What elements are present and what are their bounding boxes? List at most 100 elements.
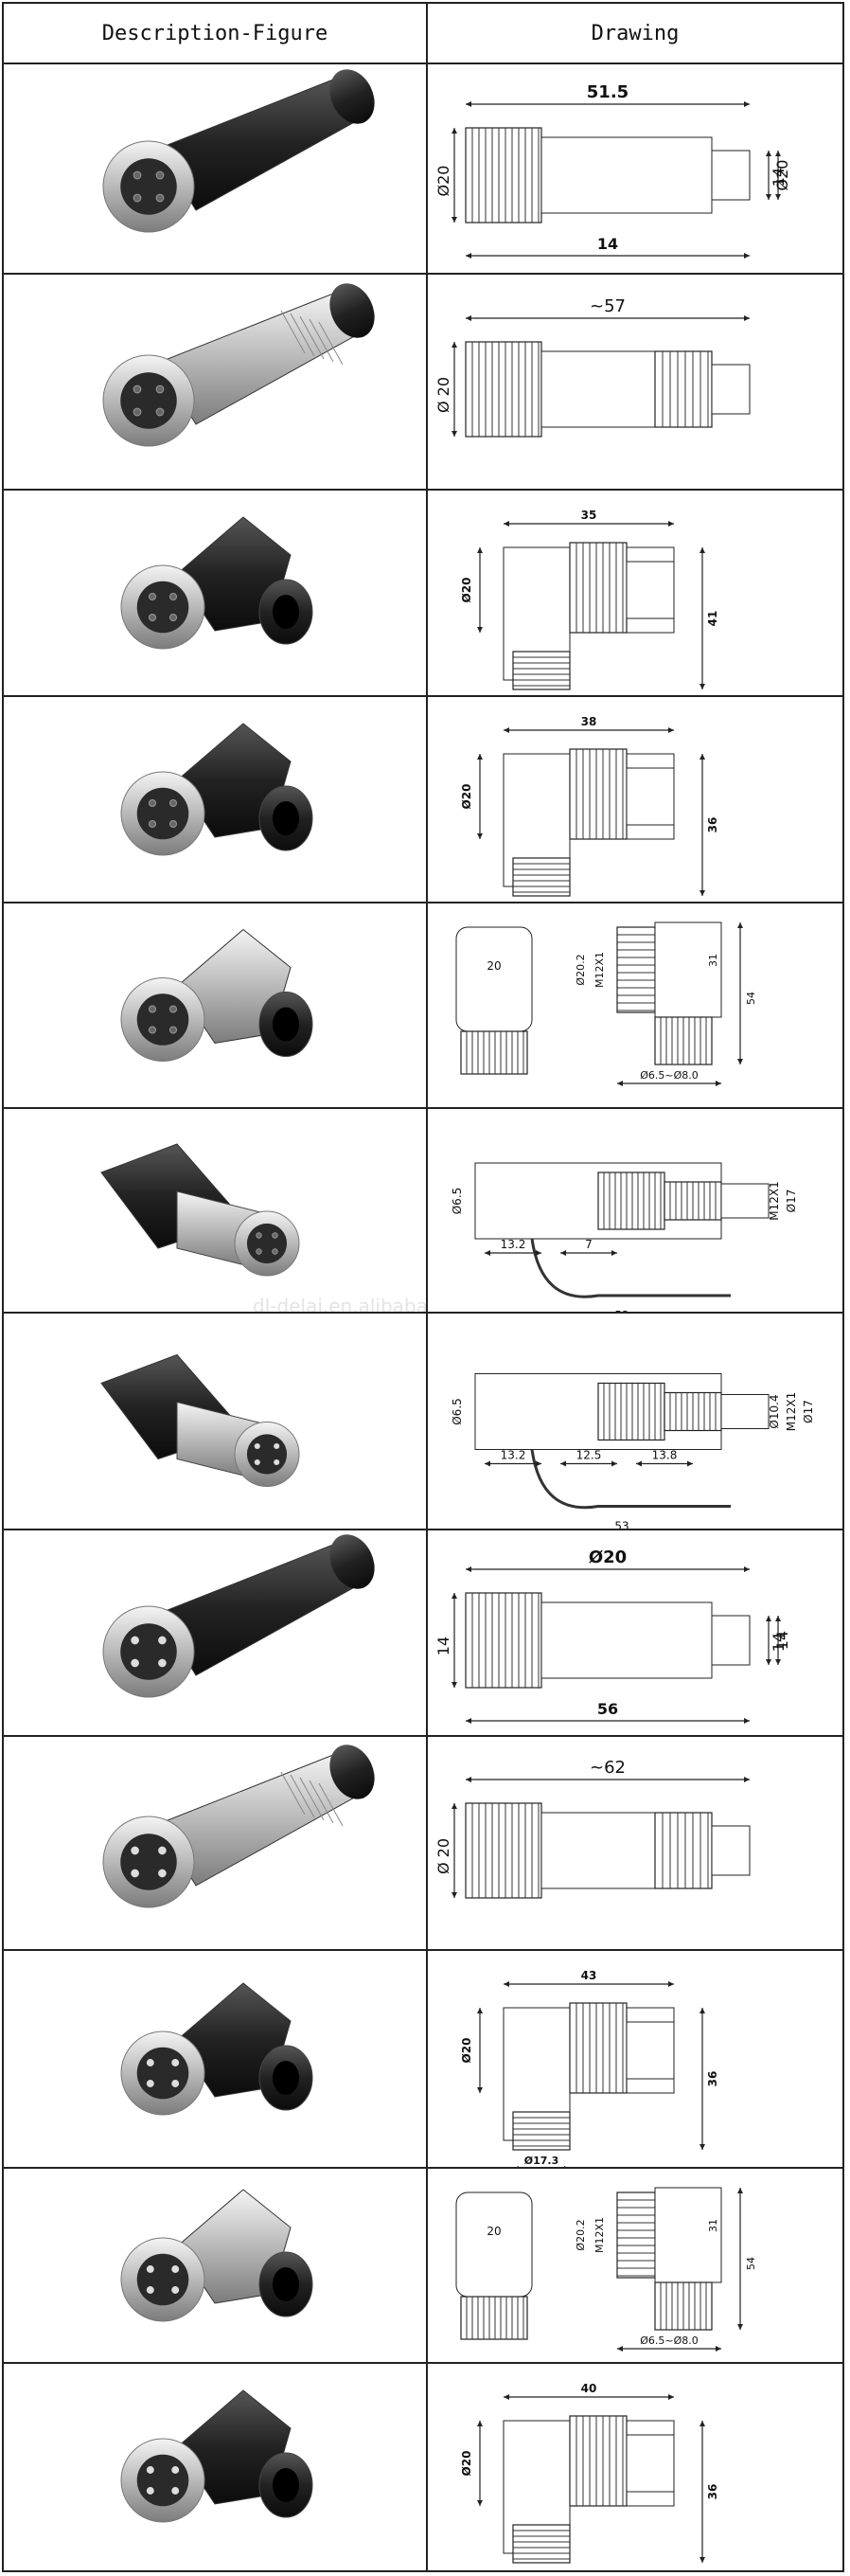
connector-photo <box>100 1353 300 1487</box>
description-figure-cell <box>4 2364 426 2570</box>
dimension-label: 20 <box>487 959 501 973</box>
description-figure-cell <box>4 63 426 273</box>
connector-photo <box>120 2189 313 2322</box>
dimension-label: 13.2 <box>501 1238 526 1251</box>
description-figure-cell <box>4 1737 426 1949</box>
technical-drawing: ~62 Ø 20 <box>434 1758 751 1899</box>
dimension-label: ~62 <box>590 1758 626 1778</box>
drawing-cell: Ø6.5 Ø10.4 M12X1 Ø17 53 13.2 12.5 13.8 <box>428 1314 842 1538</box>
dimension-label: Ø 20 <box>434 377 452 413</box>
connector-photo <box>102 69 375 233</box>
dimension-label: 14 <box>770 168 788 187</box>
description-figure-cell <box>4 1951 426 2167</box>
dimension-label: Ø14.8 <box>524 2567 559 2568</box>
dimension-label: 51.5 <box>587 82 629 102</box>
dimension-label: Ø 20 <box>434 1838 452 1874</box>
dimension-label: 56 <box>597 1700 618 1718</box>
dimension-label: Ø20.2 <box>575 2219 587 2250</box>
dimension-label: 36 <box>706 2484 719 2500</box>
connector-photo <box>100 1143 300 1277</box>
table-row: 35Ø2041Ø14.8 <box>4 491 842 711</box>
dimension-label: 52 <box>614 1309 629 1312</box>
table-row: dl-delai.en.alibaba.com Ø6.5 M12X1 Ø17 52 13.… <box>4 1109 842 1327</box>
connector-photo <box>102 1744 375 1908</box>
dimension-label: Ø17.3 <box>524 2155 559 2167</box>
dimension-label: Ø20 <box>460 578 473 603</box>
dimension-label: 14 <box>597 235 618 253</box>
dimension-label: 53 <box>614 1520 629 1530</box>
dimension-label: 54 <box>745 992 757 1005</box>
description-figure-cell <box>4 491 426 695</box>
dimension-label: Ø20 <box>460 2038 473 2064</box>
dimension-label: Ø10.4 <box>768 1394 781 1428</box>
description-figure-cell <box>4 275 426 489</box>
technical-drawing: Ø6.5 Ø10.4 M12X1 Ø17 53 13.2 12.5 13.8 <box>451 1373 815 1538</box>
dimension-label: M12X1 <box>768 1181 781 1220</box>
dimension-label: Ø17 <box>802 1400 815 1423</box>
drawing-cell: 35Ø2041Ø14.8 <box>428 491 842 711</box>
drawing-cell: ~57 Ø 20 <box>428 275 842 489</box>
description-figure-cell <box>4 1314 426 1529</box>
description-figure-cell <box>4 697 426 902</box>
dimension-label: 12.5 <box>576 1449 602 1462</box>
table-row: ~57 Ø 20 <box>4 275 842 491</box>
description-figure-cell <box>4 1530 426 1735</box>
table-row: Ø6.5 Ø10.4 M12X1 Ø17 53 13.2 12.5 13.8 <box>4 1314 842 1538</box>
connector-photo <box>120 516 313 650</box>
dimension-label: Ø20 <box>460 784 473 810</box>
connector-photo <box>120 723 313 856</box>
header-drawing: Drawing <box>591 21 680 45</box>
description-figure-cell <box>4 2169 426 2362</box>
column-divider <box>426 4 428 2570</box>
dimension-label: M12X1 <box>593 952 606 988</box>
dimension-label: 41 <box>706 611 719 627</box>
dimension-label: Ø6.5 <box>451 1188 464 1215</box>
dimension-label: Ø6.5~Ø8.0 <box>640 1069 699 1082</box>
dimension-label: 13.8 <box>652 1449 678 1462</box>
dimension-label: 31 <box>707 954 719 967</box>
dimension-label: 36 <box>706 817 719 833</box>
dimension-label: 43 <box>581 1969 597 1982</box>
dimension-label: 40 <box>581 2382 597 2395</box>
watermark: dl-delai.en.alibaba.com <box>253 1295 426 1312</box>
dimension-label: ~57 <box>590 296 626 316</box>
dimension-label: M12X1 <box>593 2217 606 2253</box>
connector-photo <box>102 1534 375 1698</box>
drawing-cell: Ø6.5M12X1Ø175213.27 <box>428 1109 842 1327</box>
dimension-label: 38 <box>581 715 597 728</box>
dimension-label: M12X1 <box>785 1392 798 1431</box>
technical-drawing: Ø6.5M12X1Ø175213.27 <box>451 1162 798 1327</box>
description-figure-cell: dl-delai.en.alibaba.com <box>4 1109 474 1317</box>
dimension-label: Ø17 <box>785 1190 798 1213</box>
dimension-label: Ø20 <box>589 1547 627 1567</box>
drawing-cell: ~62 Ø 20 <box>428 1737 842 1949</box>
dimension-label: Ø14.8 <box>524 694 559 695</box>
dimension-label: 14 <box>773 1631 791 1650</box>
dimension-label: 36 <box>706 2071 719 2087</box>
dimension-label: Ø20 <box>460 2451 473 2477</box>
dimension-label: 14 <box>770 1633 788 1652</box>
dimension-label: Ø6.5 <box>451 1398 464 1425</box>
dimension-label: Ø 17.3 <box>522 901 560 902</box>
dimension-label: 14 <box>434 1637 452 1655</box>
dimension-label: 13.2 <box>501 1449 526 1462</box>
dimension-label: 54 <box>745 2257 757 2270</box>
